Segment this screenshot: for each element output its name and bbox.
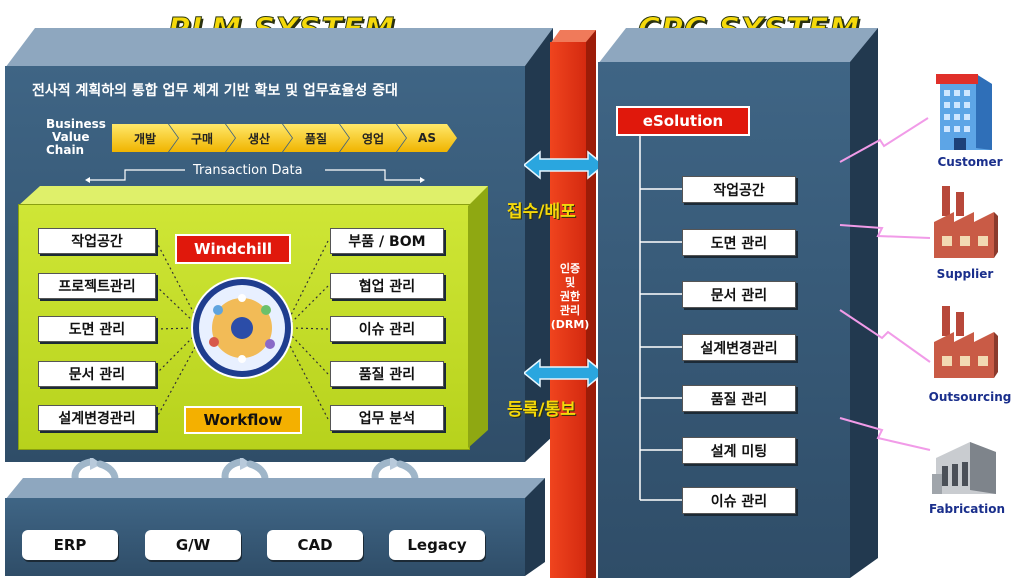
arrow-register-icon — [524, 358, 604, 388]
esolution-label: eSolution — [616, 106, 750, 136]
system-cad: CAD — [267, 530, 363, 560]
arrow-receive-icon — [524, 150, 604, 180]
value-chain-label-line: Value — [52, 130, 90, 144]
plm-module-project: 프로젝트관리 — [38, 273, 156, 299]
cpc-module-quality: 품질 관리 — [682, 385, 796, 412]
system-legacy: Legacy — [389, 530, 485, 560]
value-chain-step: 생산 — [226, 124, 292, 152]
plm-module-document: 문서 관리 — [38, 361, 156, 387]
plm-module-workspace: 작업공간 — [38, 228, 156, 254]
drm-label-line: 및 — [564, 276, 576, 289]
plm-module-quality: 품질 관리 — [330, 361, 444, 387]
value-chain: 개발 구매 생산 품질 영업 AS — [112, 124, 457, 152]
cpc-module-drawing: 도면 관리 — [682, 229, 796, 256]
system-gw: G/W — [145, 530, 241, 560]
transaction-label: Transaction Data — [193, 163, 303, 178]
value-chain-step: 영업 — [340, 124, 406, 152]
cpc-module-meeting: 설계 미팅 — [682, 437, 796, 464]
transaction-bracket — [85, 169, 425, 183]
factory-icon — [934, 186, 998, 258]
cpc-module-document: 문서 관리 — [682, 281, 796, 308]
external-supplier-label: Supplier — [936, 267, 994, 281]
drm-label-line: 인증 — [559, 262, 581, 275]
cpc-module-change: 설계변경관리 — [682, 334, 796, 361]
drm-label: 인증 및 권한 관리 (DRM) — [551, 262, 590, 332]
drm-label-line: (DRM) — [550, 318, 590, 331]
hub-graphic — [155, 240, 329, 420]
plm-module-analysis: 업무 분석 — [330, 405, 444, 431]
cpc-module-workspace: 작업공간 — [682, 176, 796, 203]
external-outsourcing-label: Outsourcing — [928, 390, 1012, 404]
cpc-module-issue: 이슈 관리 — [682, 487, 796, 514]
external-customer-label: Customer — [937, 155, 1003, 169]
building-icon — [936, 74, 992, 150]
lightning-connectors — [839, 117, 931, 451]
plm-module-change: 설계변경관리 — [38, 405, 156, 431]
system-erp: ERP — [22, 530, 118, 560]
plm-module-issue: 이슈 관리 — [330, 316, 444, 342]
value-chain-step: 품질 — [283, 124, 349, 152]
windchill-label: Windchill — [175, 234, 291, 264]
plant-icon — [932, 442, 996, 494]
value-chain-step: 구매 — [169, 124, 235, 152]
plm-module-drawing: 도면 관리 — [38, 316, 156, 342]
value-chain-label: Business Value Chain — [46, 118, 106, 157]
drm-bar — [550, 30, 596, 578]
drm-label-line: 권한 — [559, 290, 581, 303]
workflow-label: Workflow — [184, 406, 302, 434]
receive-label: 접수/배포 — [507, 202, 576, 222]
integration-panel — [5, 478, 545, 578]
plm-headline: 전사적 계획하의 통합 업무 체계 기반 확보 및 업무효율성 증대 — [32, 83, 398, 99]
drm-label-line: 관리 — [559, 304, 581, 317]
external-fabrication-label: Fabrication — [928, 502, 1006, 516]
plm-module-part-bom: 부품 / BOM — [330, 228, 444, 254]
value-chain-step: AS — [397, 124, 457, 152]
cpc-tree-lines — [639, 134, 682, 501]
register-label: 등록/통보 — [507, 400, 576, 420]
plm-module-collab: 협업 관리 — [330, 273, 444, 299]
value-chain-label-line: Chain — [46, 143, 85, 157]
value-chain-step: 개발 — [112, 124, 178, 152]
factory-icon — [934, 306, 998, 378]
value-chain-label-line: Business — [46, 117, 106, 131]
